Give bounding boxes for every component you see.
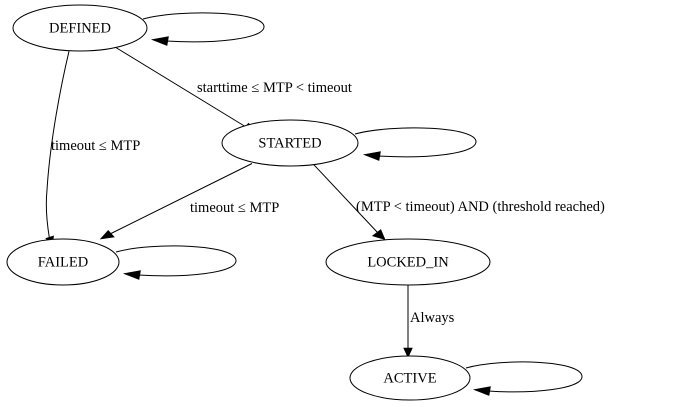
node-locked-in[interactable]: LOCKED_IN [325,238,491,286]
edge-started-locked-in [312,163,386,240]
edge-started-self-path [354,127,477,158]
node-defined-ellipse[interactable] [12,4,148,52]
edge-label-started-to-locked-in: (MTP < timeout) AND (threshold reached) [356,199,605,215]
edge-failed-self-arrowhead [122,270,141,280]
node-started[interactable]: STARTED [221,119,359,167]
node-failed[interactable]: FAILED [6,238,120,286]
edge-locked-in-active [403,285,413,359]
node-defined[interactable]: DEFINED [12,4,148,52]
edge-defined-failed-path [45,51,70,238]
edge-defined-self-path [142,12,265,43]
edge-failed-self-path [115,245,237,277]
node-failed-ellipse[interactable] [6,238,120,286]
edge-active-self-arrowhead [472,386,491,396]
edge-started-locked-in-path [312,163,379,234]
edge-label-defined-to-started: starttime ≤ MTP < timeout [197,80,352,96]
node-defined-label: DEFINED [49,20,111,36]
node-locked-in-label: LOCKED_IN [367,254,449,270]
edge-started-failed [99,163,253,240]
node-active-ellipse[interactable] [349,355,471,401]
edge-locked-in-active-arrowhead [403,347,413,359]
node-active[interactable]: ACTIVE [349,355,471,401]
node-locked-in-ellipse[interactable] [325,238,491,286]
node-started-label: STARTED [258,135,321,151]
edge-started-failed-path [109,163,253,235]
edge-active-self-path [465,361,583,393]
edge-failed-self [115,245,237,280]
edge-label-started-to-failed: timeout ≤ MTP [190,200,279,216]
edge-started-self [354,127,477,161]
edge-active-self [465,361,583,396]
edge-started-self-arrowhead [362,151,381,161]
edge-defined-self-arrowhead [150,36,169,46]
edge-defined-self [142,12,265,46]
edge-label-locked-in-to-active: Always [410,310,455,326]
node-failed-label: FAILED [38,254,88,270]
edge-defined-started-path [114,46,247,128]
edge-started-locked-in-arrowhead [371,229,386,240]
node-started-ellipse[interactable] [221,119,359,167]
edge-started-failed-arrowhead [99,229,115,240]
edge-label-defined-to-failed: timeout ≤ MTP [51,138,140,154]
node-active-label: ACTIVE [383,370,436,386]
